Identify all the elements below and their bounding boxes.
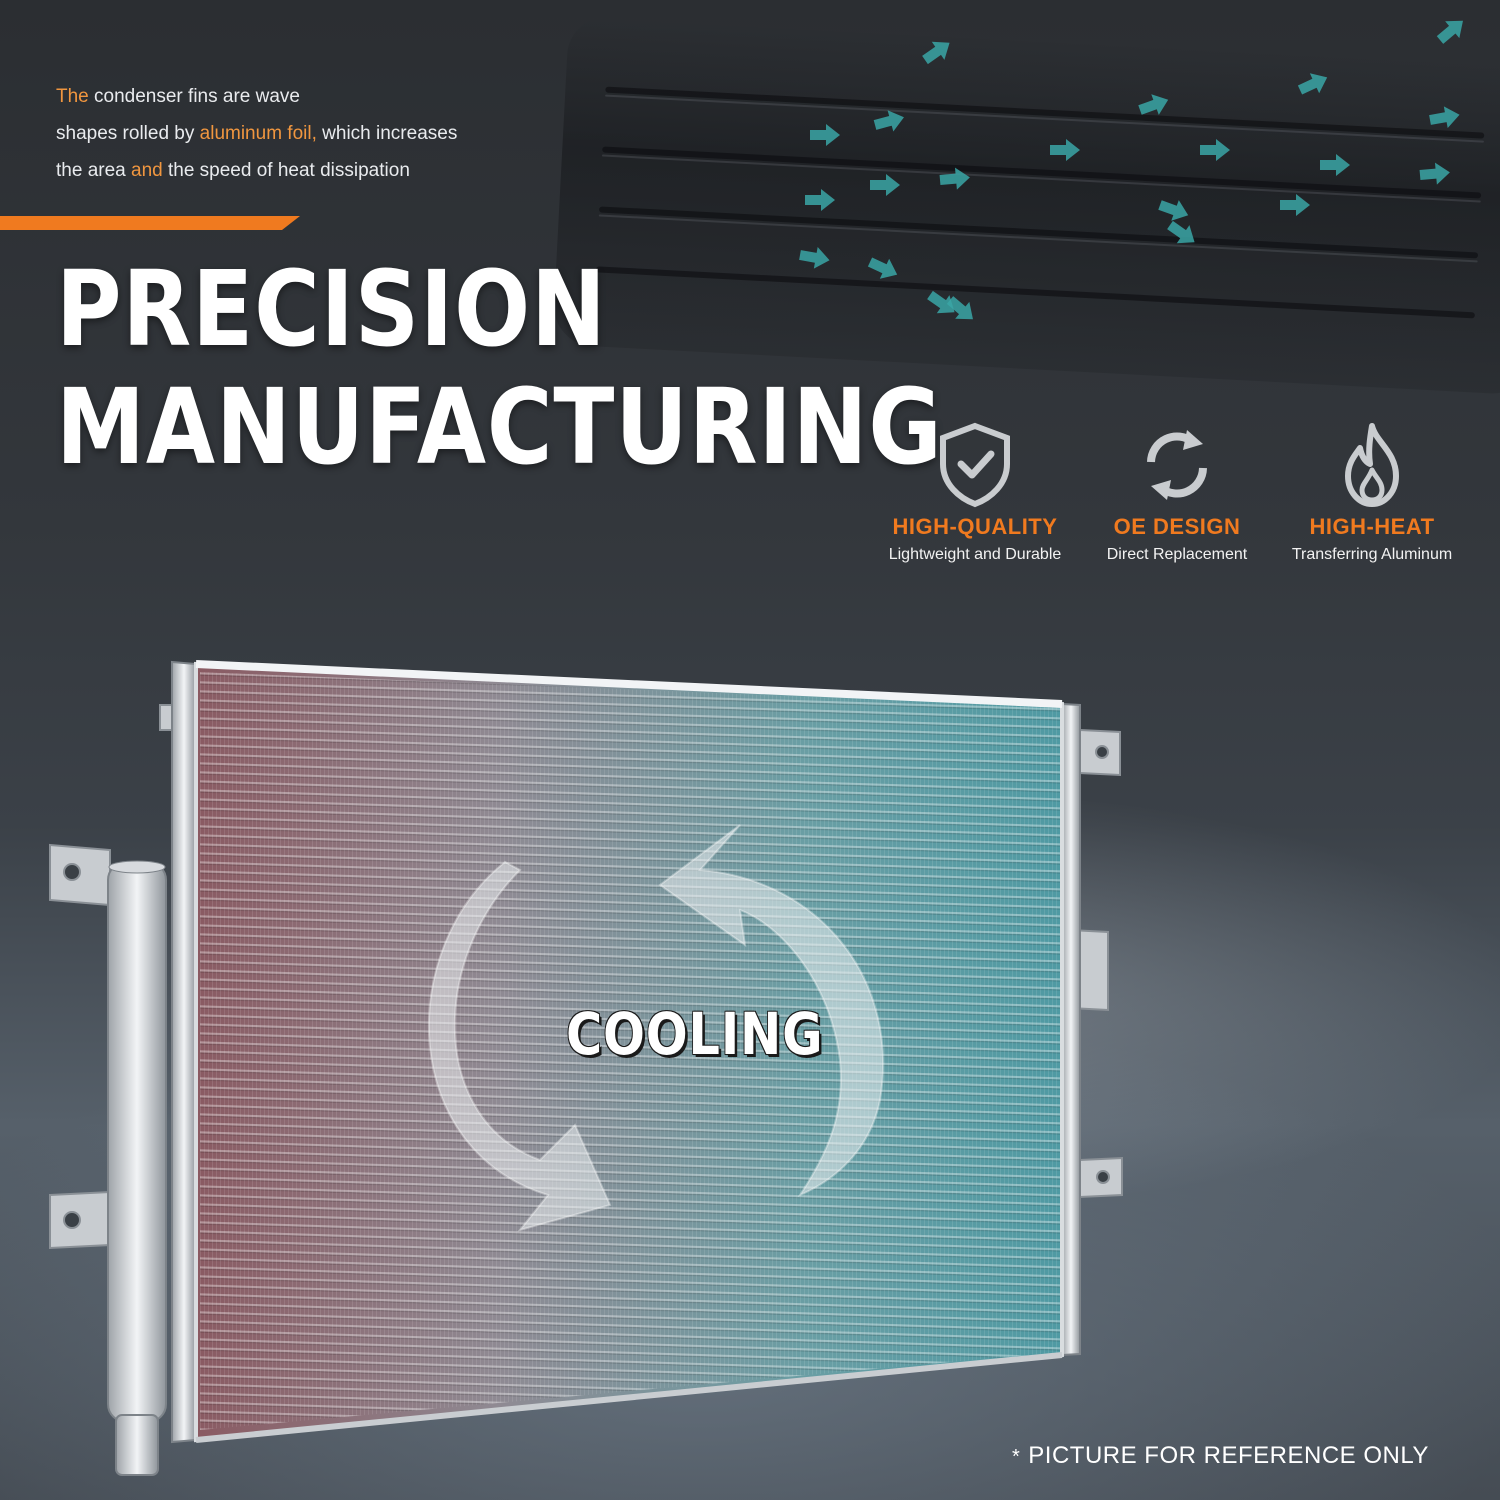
disclaimer-text: PICTURE FOR REFERENCE ONLY (1028, 1442, 1429, 1469)
headline: PRECISION MANUFACTURING (56, 250, 943, 486)
flame-icon (1345, 423, 1399, 507)
feature-title: HIGH-QUALITY (892, 514, 1058, 539)
right-header-tank (1061, 702, 1081, 1357)
headline-line-1: PRECISION (56, 248, 607, 370)
mounting-brackets (49, 704, 1123, 1250)
shield-check-icon (940, 422, 1010, 508)
feature-oe-design: OE DESIGN Direct Replacement (1077, 422, 1277, 564)
receiver-drier (107, 860, 167, 1476)
cooling-label: COOLING (566, 1000, 824, 1068)
disclaimer: * PICTURE FOR REFERENCE ONLY (1012, 1442, 1429, 1470)
intro-line-1: The condenser fins are wave (56, 86, 300, 107)
feature-high-quality: HIGH-QUALITY Lightweight and Durable (875, 422, 1075, 564)
feature-subtitle: Transferring Aluminum (1291, 546, 1453, 563)
refresh-icon (1147, 430, 1207, 500)
intro-line-3: the area and the speed of heat dissipati… (56, 160, 410, 181)
feature-title: OE DESIGN (1113, 514, 1241, 539)
feature-subtitle: Direct Replacement (1106, 546, 1248, 563)
left-header-tank (171, 660, 197, 1444)
feature-high-heat: HIGH-HEAT Transferring Aluminum (1272, 422, 1472, 564)
accent-bar (0, 216, 300, 230)
cooling-circulation-arrows (428, 824, 885, 1232)
disclaimer-mark: * (1012, 1446, 1021, 1468)
intro-line-2: shapes rolled by aluminum foil, which in… (56, 123, 458, 144)
headline-line-2: MANUFACTURING (56, 366, 943, 488)
intro-copy: The condenser fins are wave shapes rolle… (56, 78, 526, 189)
condenser-core (194, 660, 1064, 1443)
feature-title: HIGH-HEAT (1309, 514, 1435, 539)
feature-subtitle: Lightweight and Durable (888, 546, 1062, 563)
